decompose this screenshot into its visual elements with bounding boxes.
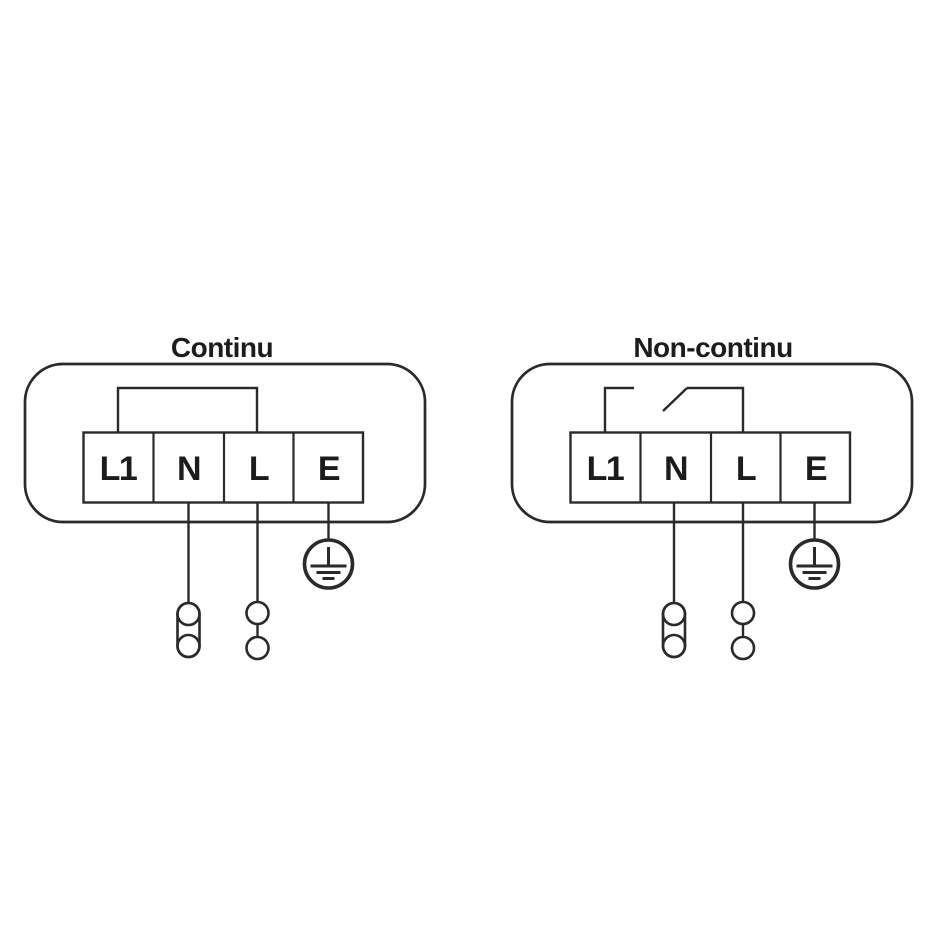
terminal-label-e: E — [805, 450, 827, 488]
neutral-connector-icon — [176, 601, 201, 659]
terminal-label-l: L — [736, 450, 756, 488]
device-enclosure — [23, 362, 427, 524]
terminal-label-e: E — [318, 450, 340, 488]
earth-ground-icon — [302, 538, 355, 590]
earth-ground-icon — [788, 538, 841, 590]
terminal-label-l: L — [249, 450, 269, 488]
panel-non-continu: Non-continu L1 N L E — [510, 332, 914, 661]
terminal-label-l1: L1 — [100, 450, 137, 488]
panel-title: Continu — [171, 332, 273, 363]
switch-output-link — [687, 386, 745, 433]
device-enclosure — [510, 362, 914, 524]
panel-continu: Continu L1 N L E — [23, 332, 427, 661]
terminal-label-n: N — [664, 450, 687, 488]
line-connector-icon — [730, 600, 756, 661]
terminal-label-l1: L1 — [587, 450, 624, 488]
line-connector-icon — [245, 600, 270, 661]
switch-blade-open — [662, 387, 688, 412]
panel-title: Non-continu — [633, 332, 792, 363]
neutral-connector-icon — [661, 601, 687, 659]
jumper-closed-link — [116, 386, 259, 433]
switch-fixed-contact — [603, 386, 634, 433]
terminal-label-n: N — [177, 450, 200, 488]
